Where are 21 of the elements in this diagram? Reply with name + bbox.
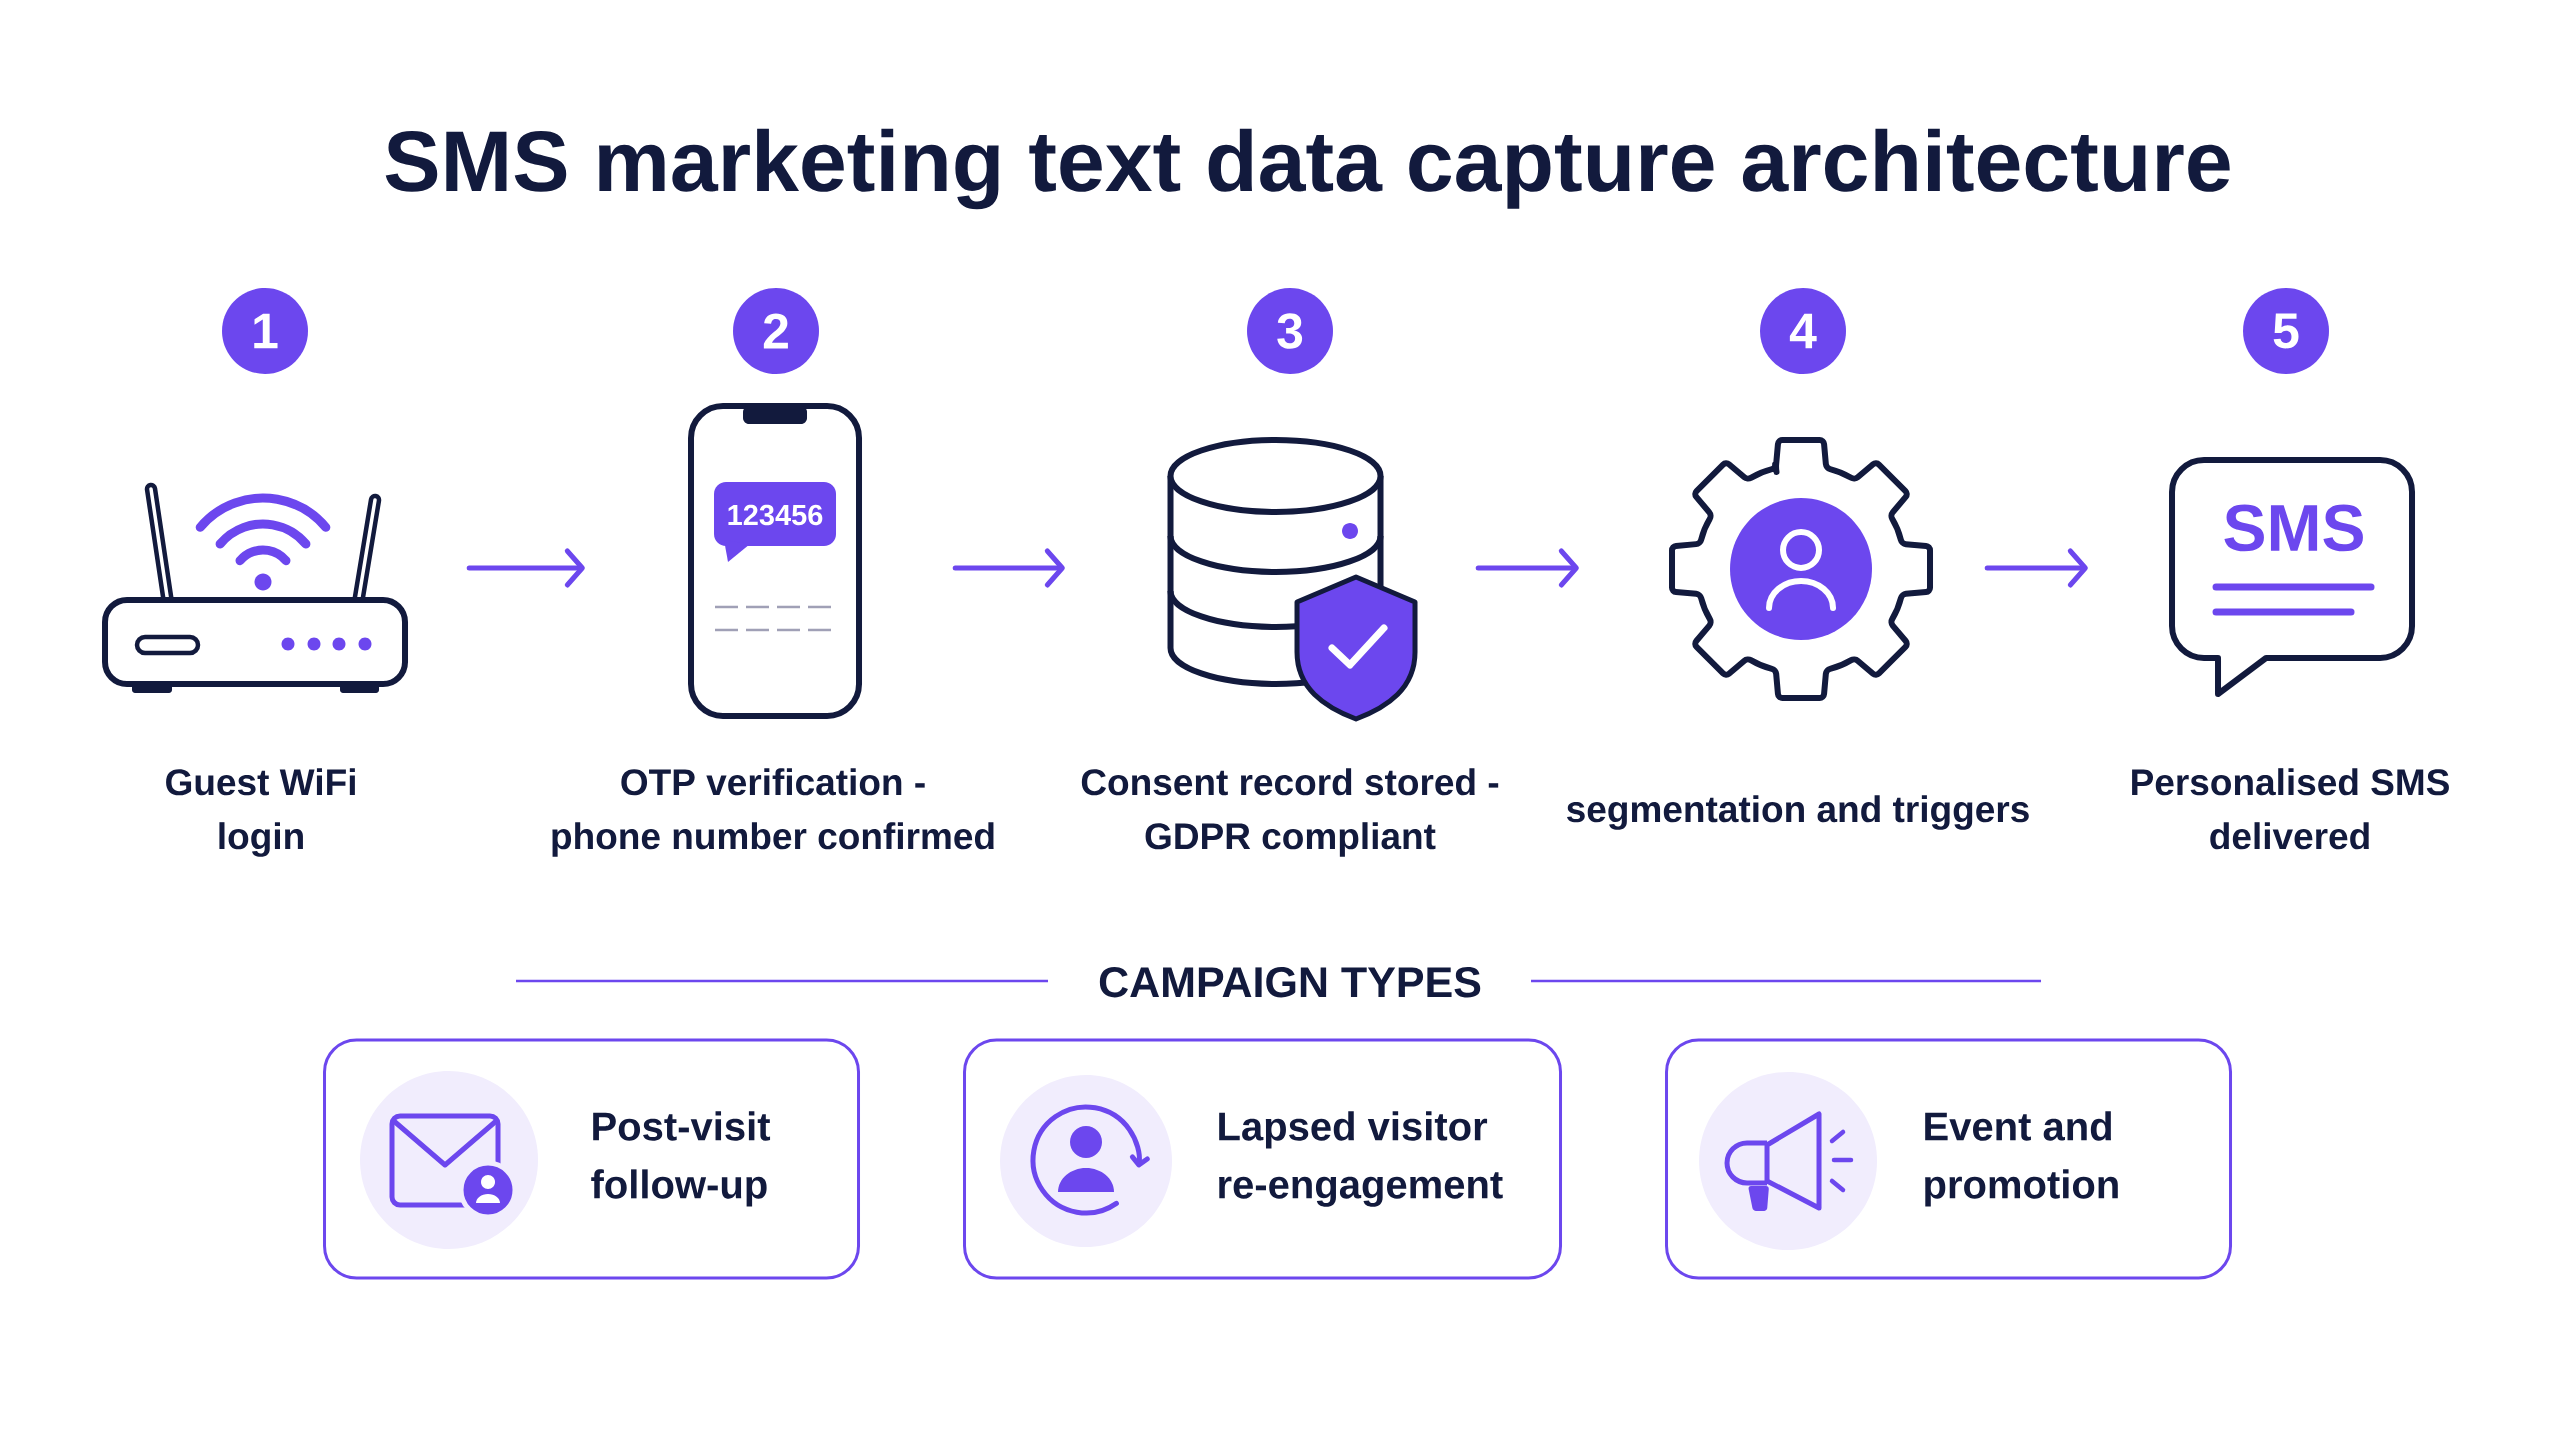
step-badge: 3 — [1247, 288, 1333, 374]
arrow — [1984, 548, 2088, 588]
step-label: Personalised SMS delivered — [2132, 768, 2449, 850]
section-heading: CAMPAIGN TYPES — [1099, 966, 1481, 998]
arrow — [952, 548, 1065, 588]
gear-person-icon — [1669, 437, 1933, 701]
step-label: segmentation and triggers — [1567, 795, 2029, 830]
step-badge: 4 — [1760, 288, 1846, 374]
title: SMS marketing text data capture architecture — [385, 128, 2230, 210]
router-icon — [102, 482, 408, 693]
step-label: Consent record stored - GDPR compliant — [1081, 768, 1499, 857]
step-badge: 2 — [733, 288, 819, 374]
arrow — [466, 548, 585, 588]
bubble-text: SMS — [2224, 504, 2363, 552]
step-label: Guest WiFi login — [166, 768, 355, 857]
step-label: OTP verification - phone number confirmed — [552, 768, 994, 857]
database-shield-icon — [1167, 437, 1418, 722]
step-badge: 1 — [222, 288, 308, 374]
arrow — [1475, 548, 1579, 588]
step-badge: 5 — [2243, 288, 2329, 374]
code-text: 123456 — [728, 504, 823, 526]
